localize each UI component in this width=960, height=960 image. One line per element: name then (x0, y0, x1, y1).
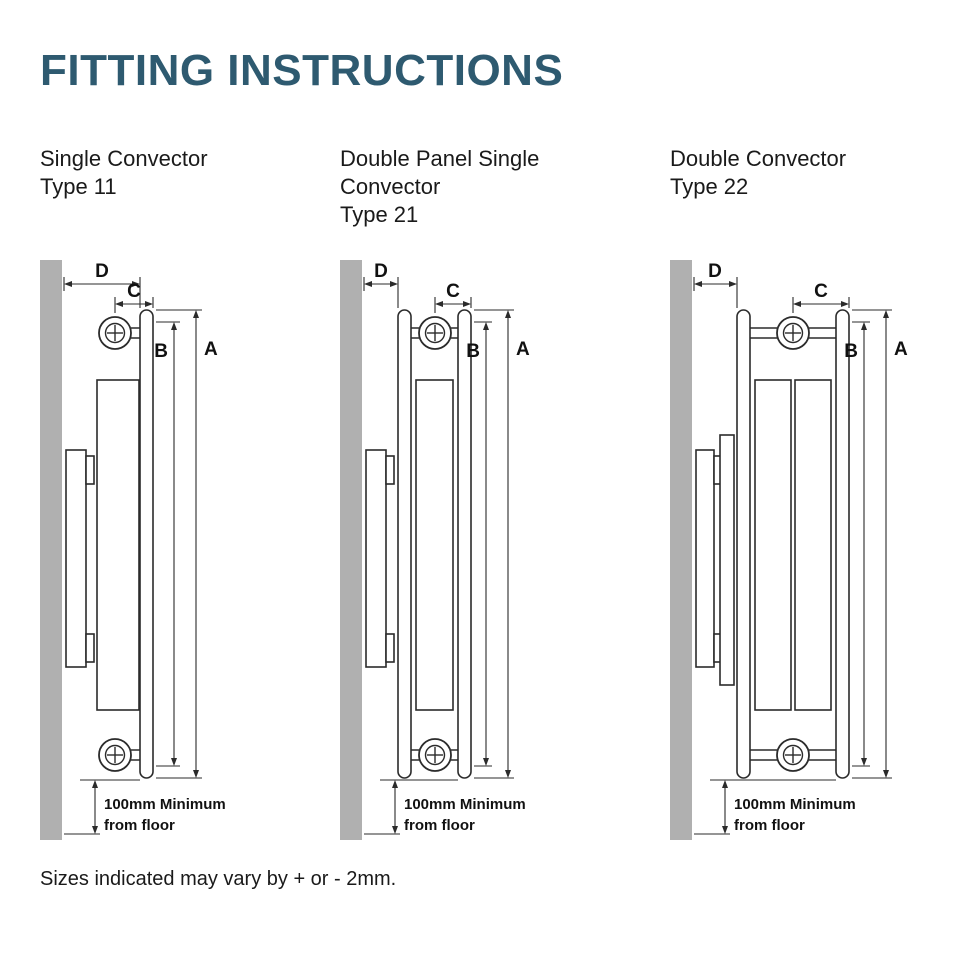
convector-fin (96, 378, 140, 711)
floor-clearance-note: 100mm Minimum from floor (64, 779, 226, 835)
dimension-a: A (474, 309, 530, 779)
dimension-d: D (63, 261, 141, 308)
floor-note-line-1: 100mm Minimum (734, 796, 856, 813)
convector-fin-rear (754, 378, 792, 711)
top-valve (411, 315, 458, 350)
dimension-c-label: C (127, 281, 141, 302)
convector-fin (415, 378, 454, 711)
size-variance-footnote: Sizes indicated may vary by + or - 2mm. (40, 867, 397, 890)
dimension-d: D (363, 261, 399, 308)
dimension-b: B (844, 321, 870, 767)
dimension-c: C (434, 281, 472, 313)
bottom-valve (750, 737, 836, 772)
page-title: FITTING INSTRUCTIONS (40, 46, 564, 95)
diagram-single-convector-type-11: Single Convector Type 11 (40, 145, 340, 860)
radiator-panel-rear (397, 308, 412, 779)
heading-line: Single Convector (40, 145, 208, 171)
dimension-d-label: D (708, 261, 722, 282)
floor-note-line-2: from floor (104, 817, 175, 834)
wall (340, 259, 362, 840)
diagram-double-panel-single-convector-type-21: Double Panel Single Convector Type 21 (340, 145, 670, 860)
radiator-panel-front (835, 308, 850, 779)
bottom-valve (411, 737, 458, 772)
radiator-side-view-type-22: D C B (670, 259, 908, 840)
radiator-panel-front (457, 308, 472, 779)
dimension-c-label: C (446, 281, 460, 302)
dimension-c: C (792, 281, 850, 313)
heading-line: Convector (340, 173, 441, 199)
wall-bracket (695, 433, 735, 686)
heading-line: Type 21 (340, 201, 419, 227)
dimension-b: B (154, 321, 180, 767)
diagram-heading: Double Panel Single Convector Type 21 (340, 145, 670, 229)
dimension-b-label: B (844, 341, 858, 362)
wall-bracket (65, 448, 95, 668)
dimension-a-label: A (516, 339, 530, 360)
dimension-a-label: A (204, 339, 218, 360)
convector-fin-front (794, 378, 832, 711)
diagram-heading: Double Convector Type 22 (670, 145, 960, 229)
dimension-c-label: C (814, 281, 828, 302)
diagram-double-convector-type-22: Double Convector Type 22 (670, 145, 960, 860)
page: FITTING INSTRUCTIONS Single Convector Ty… (40, 46, 920, 890)
heading-line: Double Panel Single (340, 145, 540, 171)
diagram-heading: Single Convector Type 11 (40, 145, 340, 229)
diagram-row: Single Convector Type 11 (40, 145, 920, 860)
floor-note-line-2: from floor (734, 817, 805, 834)
dimension-d-label: D (95, 261, 109, 282)
heading-line: Double Convector (670, 145, 847, 171)
radiator-panel (139, 308, 154, 779)
dimension-b: B (466, 321, 492, 767)
floor-note-line-1: 100mm Minimum (104, 796, 226, 813)
dimension-a: A (852, 309, 908, 779)
floor-clearance-note: 100mm Minimum from floor (694, 779, 856, 835)
dimension-b-label: B (154, 341, 168, 362)
top-valve (750, 315, 836, 350)
dimension-b-label: B (466, 341, 480, 362)
floor-note-line-2: from floor (404, 817, 475, 834)
radiator-panel-rear (736, 308, 751, 779)
dimension-a: A (156, 309, 218, 779)
dimension-d: D (693, 261, 738, 308)
heading-line: Type 22 (670, 173, 749, 199)
wall (670, 259, 692, 840)
dimension-c: C (114, 281, 154, 313)
bottom-valve (98, 737, 140, 772)
top-valve (98, 315, 140, 350)
radiator-side-view-type-21: D C B (340, 259, 530, 840)
floor-clearance-note: 100mm Minimum from floor (364, 779, 526, 835)
dimension-d-label: D (374, 261, 388, 282)
dimension-a-label: A (894, 339, 908, 360)
radiator-side-view-type-11: D C B (40, 259, 226, 840)
wall-bracket (365, 448, 395, 668)
wall (40, 259, 62, 840)
heading-line: Type 11 (40, 173, 117, 199)
floor-note-line-1: 100mm Minimum (404, 796, 526, 813)
